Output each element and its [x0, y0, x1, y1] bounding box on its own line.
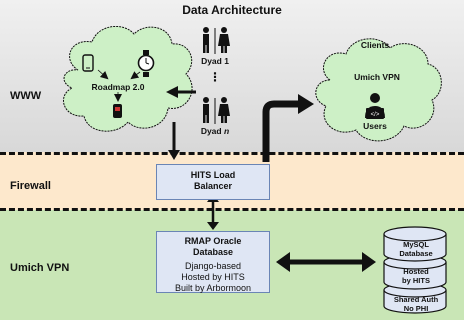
rmap-line3: Built by Arbormoon	[174, 283, 252, 293]
hits-load-balancer-box: HITS Load Balancer	[156, 164, 270, 200]
db-stack-mid-label: Hosted by HITS	[396, 267, 436, 285]
mysql-database-stack-icon	[383, 226, 447, 314]
zone-label-firewall: Firewall	[10, 180, 51, 192]
db-stack-bottom-label: Shared Auth No PHI	[392, 295, 440, 313]
tracker-device-icon	[113, 104, 122, 118]
rmap-title-line1: RMAP Oracle	[184, 236, 242, 246]
arrow-rmap-mysql-right-head	[362, 252, 376, 272]
arrow-load-balancer-rmap-down-head	[207, 222, 219, 230]
db-stack-top-line2: Database	[399, 249, 433, 258]
dyad-n-people-icon	[203, 97, 230, 124]
dyad-n-label-variable: n	[223, 126, 230, 136]
arrow-load-balancer-to-clients-head	[298, 94, 314, 114]
zone-divider-bottom	[0, 208, 464, 211]
db-stack-mid-line2: by HITS	[402, 276, 430, 285]
rmap-oracle-database-box: RMAP Oracle Database Django-based Hosted…	[156, 231, 270, 293]
arrow-roadmap-to-load-balancer-head	[168, 150, 180, 160]
db-stack-top-label: MySQL Database	[396, 240, 436, 258]
db-stack-mid-line1: Hosted	[403, 267, 429, 276]
smartwatch-icon	[137, 50, 155, 77]
load-balancer-line2: Balancer	[193, 181, 233, 191]
arrow-dyads-to-roadmap-head	[166, 86, 178, 98]
rmap-line2: Hosted by HITS	[181, 272, 245, 282]
user-laptop-icon: </>	[365, 93, 385, 119]
clients-users-label: Users	[363, 121, 387, 131]
phone-icon	[82, 54, 94, 72]
dyad-ellipsis: ⋮	[209, 70, 221, 84]
roadmap-arrow-phone	[97, 69, 109, 80]
dyad-1-people-icon	[203, 27, 230, 54]
svg-text:</>: </>	[371, 112, 380, 118]
clients-title: Clients	[360, 40, 390, 50]
dyad-n-label-prefix: Dyad	[200, 126, 224, 136]
dyad-n-label: Dyad n	[195, 126, 235, 136]
diagram-title: Data Architecture	[182, 3, 282, 17]
dyad-1-label: Dyad 1	[201, 56, 229, 66]
db-stack-bottom-line1: Shared Auth	[393, 295, 439, 304]
clients-vpn-label: Umich VPN	[354, 72, 400, 82]
rmap-title-line2: Database	[192, 247, 234, 257]
zone-divider-top	[0, 152, 464, 155]
arrow-rmap-mysql-left-head	[276, 252, 290, 272]
db-stack-top-line1: MySQL	[403, 240, 429, 249]
zone-label-umich-vpn: Umich VPN	[10, 262, 70, 274]
load-balancer-line1: HITS Load	[190, 170, 236, 180]
clients-cloud	[315, 38, 442, 142]
roadmap-cloud	[62, 26, 193, 132]
zone-label-www: WWW	[10, 90, 42, 102]
db-stack-bottom-line2: No PHI	[403, 304, 429, 313]
roadmap-label: Roadmap 2.0	[91, 82, 145, 92]
arrow-load-balancer-to-clients	[262, 100, 300, 162]
rmap-line1: Django-based	[184, 261, 242, 271]
roadmap-arrow-watch	[130, 71, 141, 80]
